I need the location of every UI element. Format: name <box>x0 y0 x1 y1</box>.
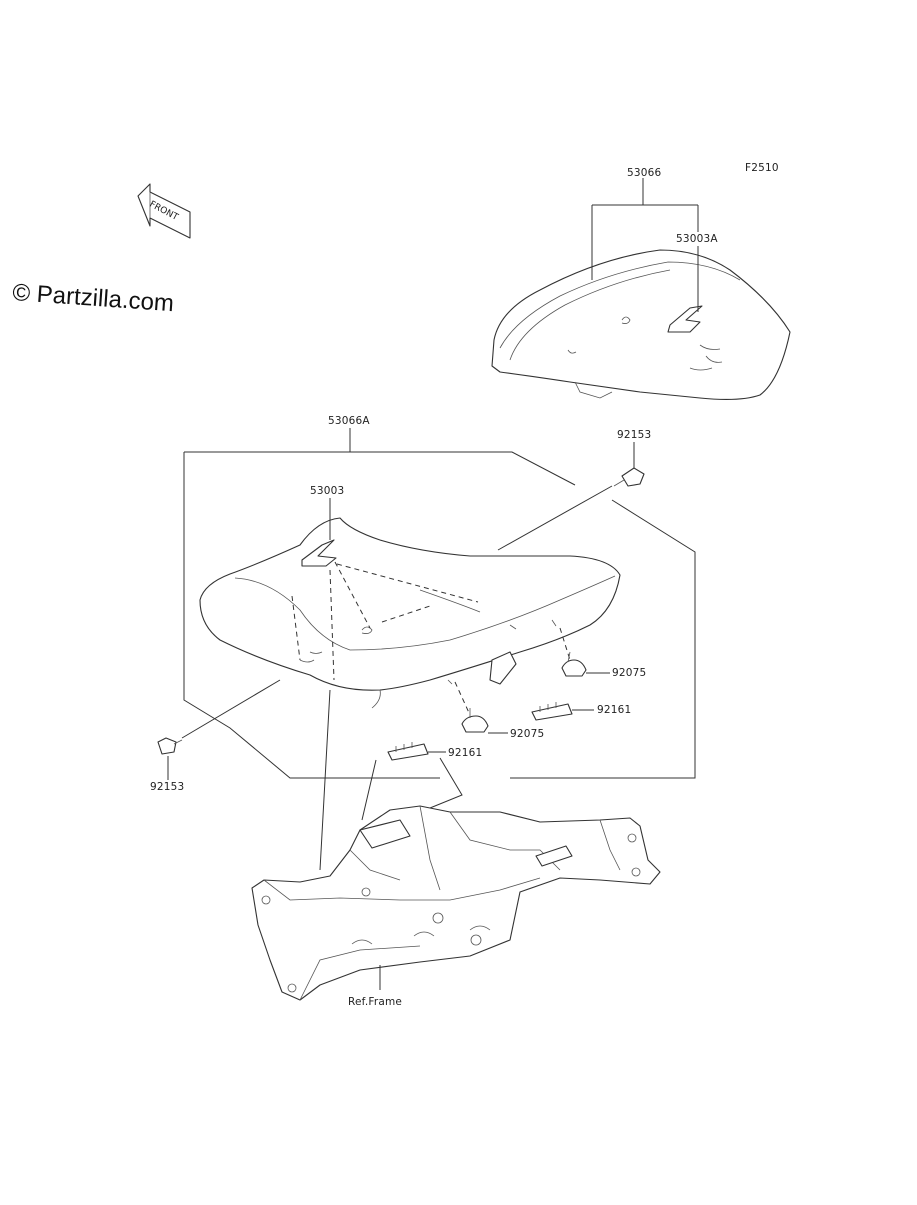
front-seat <box>199 517 621 709</box>
callout-92075-right: 92075 <box>612 667 646 679</box>
clip-center <box>387 742 429 761</box>
frame <box>251 805 661 1001</box>
callout-92153-right: 92153 <box>617 429 651 441</box>
bolt-left <box>157 737 183 755</box>
bolt-right <box>613 467 645 487</box>
callout-92075-center: 92075 <box>510 728 544 740</box>
watermark: © Partzilla.com <box>12 279 175 317</box>
callout-53066A: 53066A <box>328 415 370 427</box>
callout-53003A: 53003A <box>676 233 718 245</box>
callout-92161-right: 92161 <box>597 704 631 716</box>
callout-92153-left: 92153 <box>150 781 184 793</box>
callout-53066: 53066 <box>627 167 662 179</box>
callout-ref-frame: Ref.Frame <box>348 996 402 1008</box>
front-arrow-icon: FRONT <box>137 183 191 239</box>
callout-92161-center: 92161 <box>448 747 482 759</box>
rear-seat <box>491 249 791 401</box>
figure-code: F2510 <box>745 162 779 174</box>
damper-right <box>561 651 587 677</box>
callout-53003: 53003 <box>310 485 344 497</box>
clip-right <box>531 702 573 721</box>
damper-center <box>461 708 489 733</box>
